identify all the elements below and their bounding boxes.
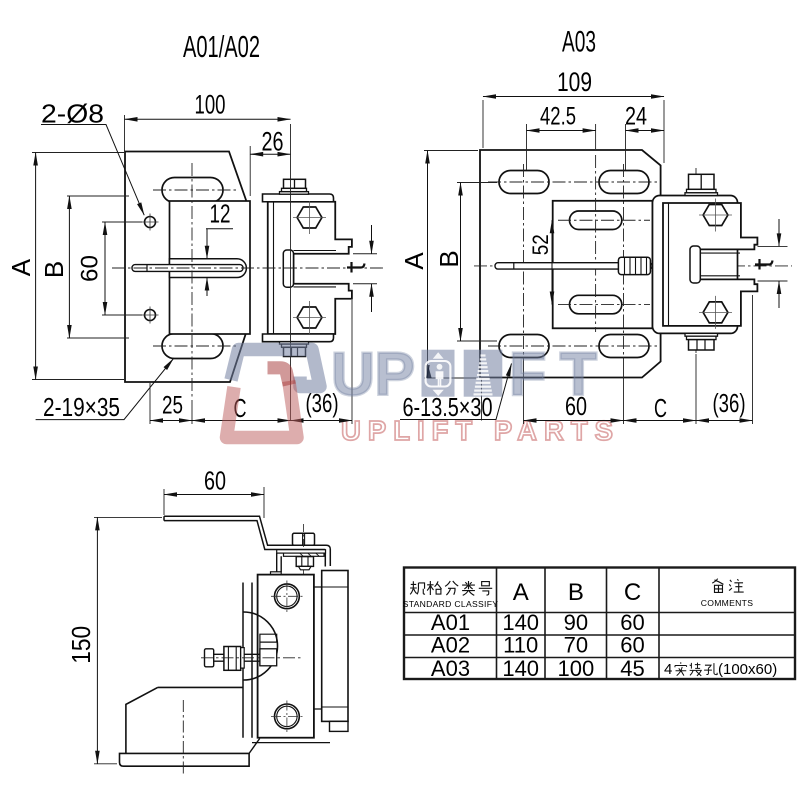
svg-text:24: 24	[625, 103, 647, 131]
svg-text:(100x60): (100x60)	[718, 661, 777, 678]
svg-text:140: 140	[502, 610, 539, 635]
svg-text:STANDARD CLASSIFY: STANDARD CLASSIFY	[403, 599, 499, 609]
svg-text:110: 110	[503, 633, 538, 658]
svg-text:2-Ø8: 2-Ø8	[41, 99, 104, 129]
svg-text:B: B	[39, 261, 69, 278]
svg-text:60: 60	[77, 255, 104, 282]
svg-text:100: 100	[558, 656, 595, 681]
svg-text:52: 52	[528, 234, 553, 255]
svg-text:A02: A02	[431, 633, 470, 658]
svg-text:140: 140	[502, 656, 539, 681]
svg-text:A01: A01	[431, 610, 470, 635]
svg-text:25: 25	[162, 392, 183, 420]
svg-text:42.5: 42.5	[540, 103, 576, 131]
svg-text:60: 60	[620, 633, 644, 658]
svg-text:2-19×35: 2-19×35	[43, 392, 120, 422]
svg-text:A: A	[6, 258, 36, 276]
svg-text:12: 12	[210, 199, 231, 229]
svg-text:A: A	[399, 252, 429, 270]
svg-text:C: C	[654, 393, 667, 423]
svg-text:A03: A03	[431, 656, 470, 681]
svg-text:60: 60	[565, 391, 587, 421]
svg-text:60: 60	[204, 466, 226, 496]
svg-text:26: 26	[262, 127, 284, 157]
svg-text:45: 45	[620, 656, 644, 681]
svg-text:70: 70	[564, 633, 588, 658]
svg-text:B: B	[434, 250, 464, 267]
svg-text:60: 60	[620, 610, 644, 635]
svg-text:B: B	[568, 579, 584, 606]
svg-text:A01/A02: A01/A02	[183, 29, 260, 64]
svg-text:(36): (36)	[713, 388, 746, 418]
svg-text:100: 100	[195, 90, 226, 120]
svg-text:C: C	[624, 579, 641, 606]
svg-text:A03: A03	[562, 26, 596, 59]
svg-text:6-13.5×30: 6-13.5×30	[403, 392, 493, 422]
svg-text:A: A	[513, 579, 529, 606]
svg-text:COMMENTS: COMMENTS	[701, 598, 754, 608]
svg-text:109: 109	[557, 67, 592, 97]
svg-text:UP: UP	[331, 340, 415, 408]
svg-text:4: 4	[664, 661, 672, 678]
svg-text:150: 150	[66, 626, 96, 664]
svg-text:90: 90	[564, 610, 588, 635]
